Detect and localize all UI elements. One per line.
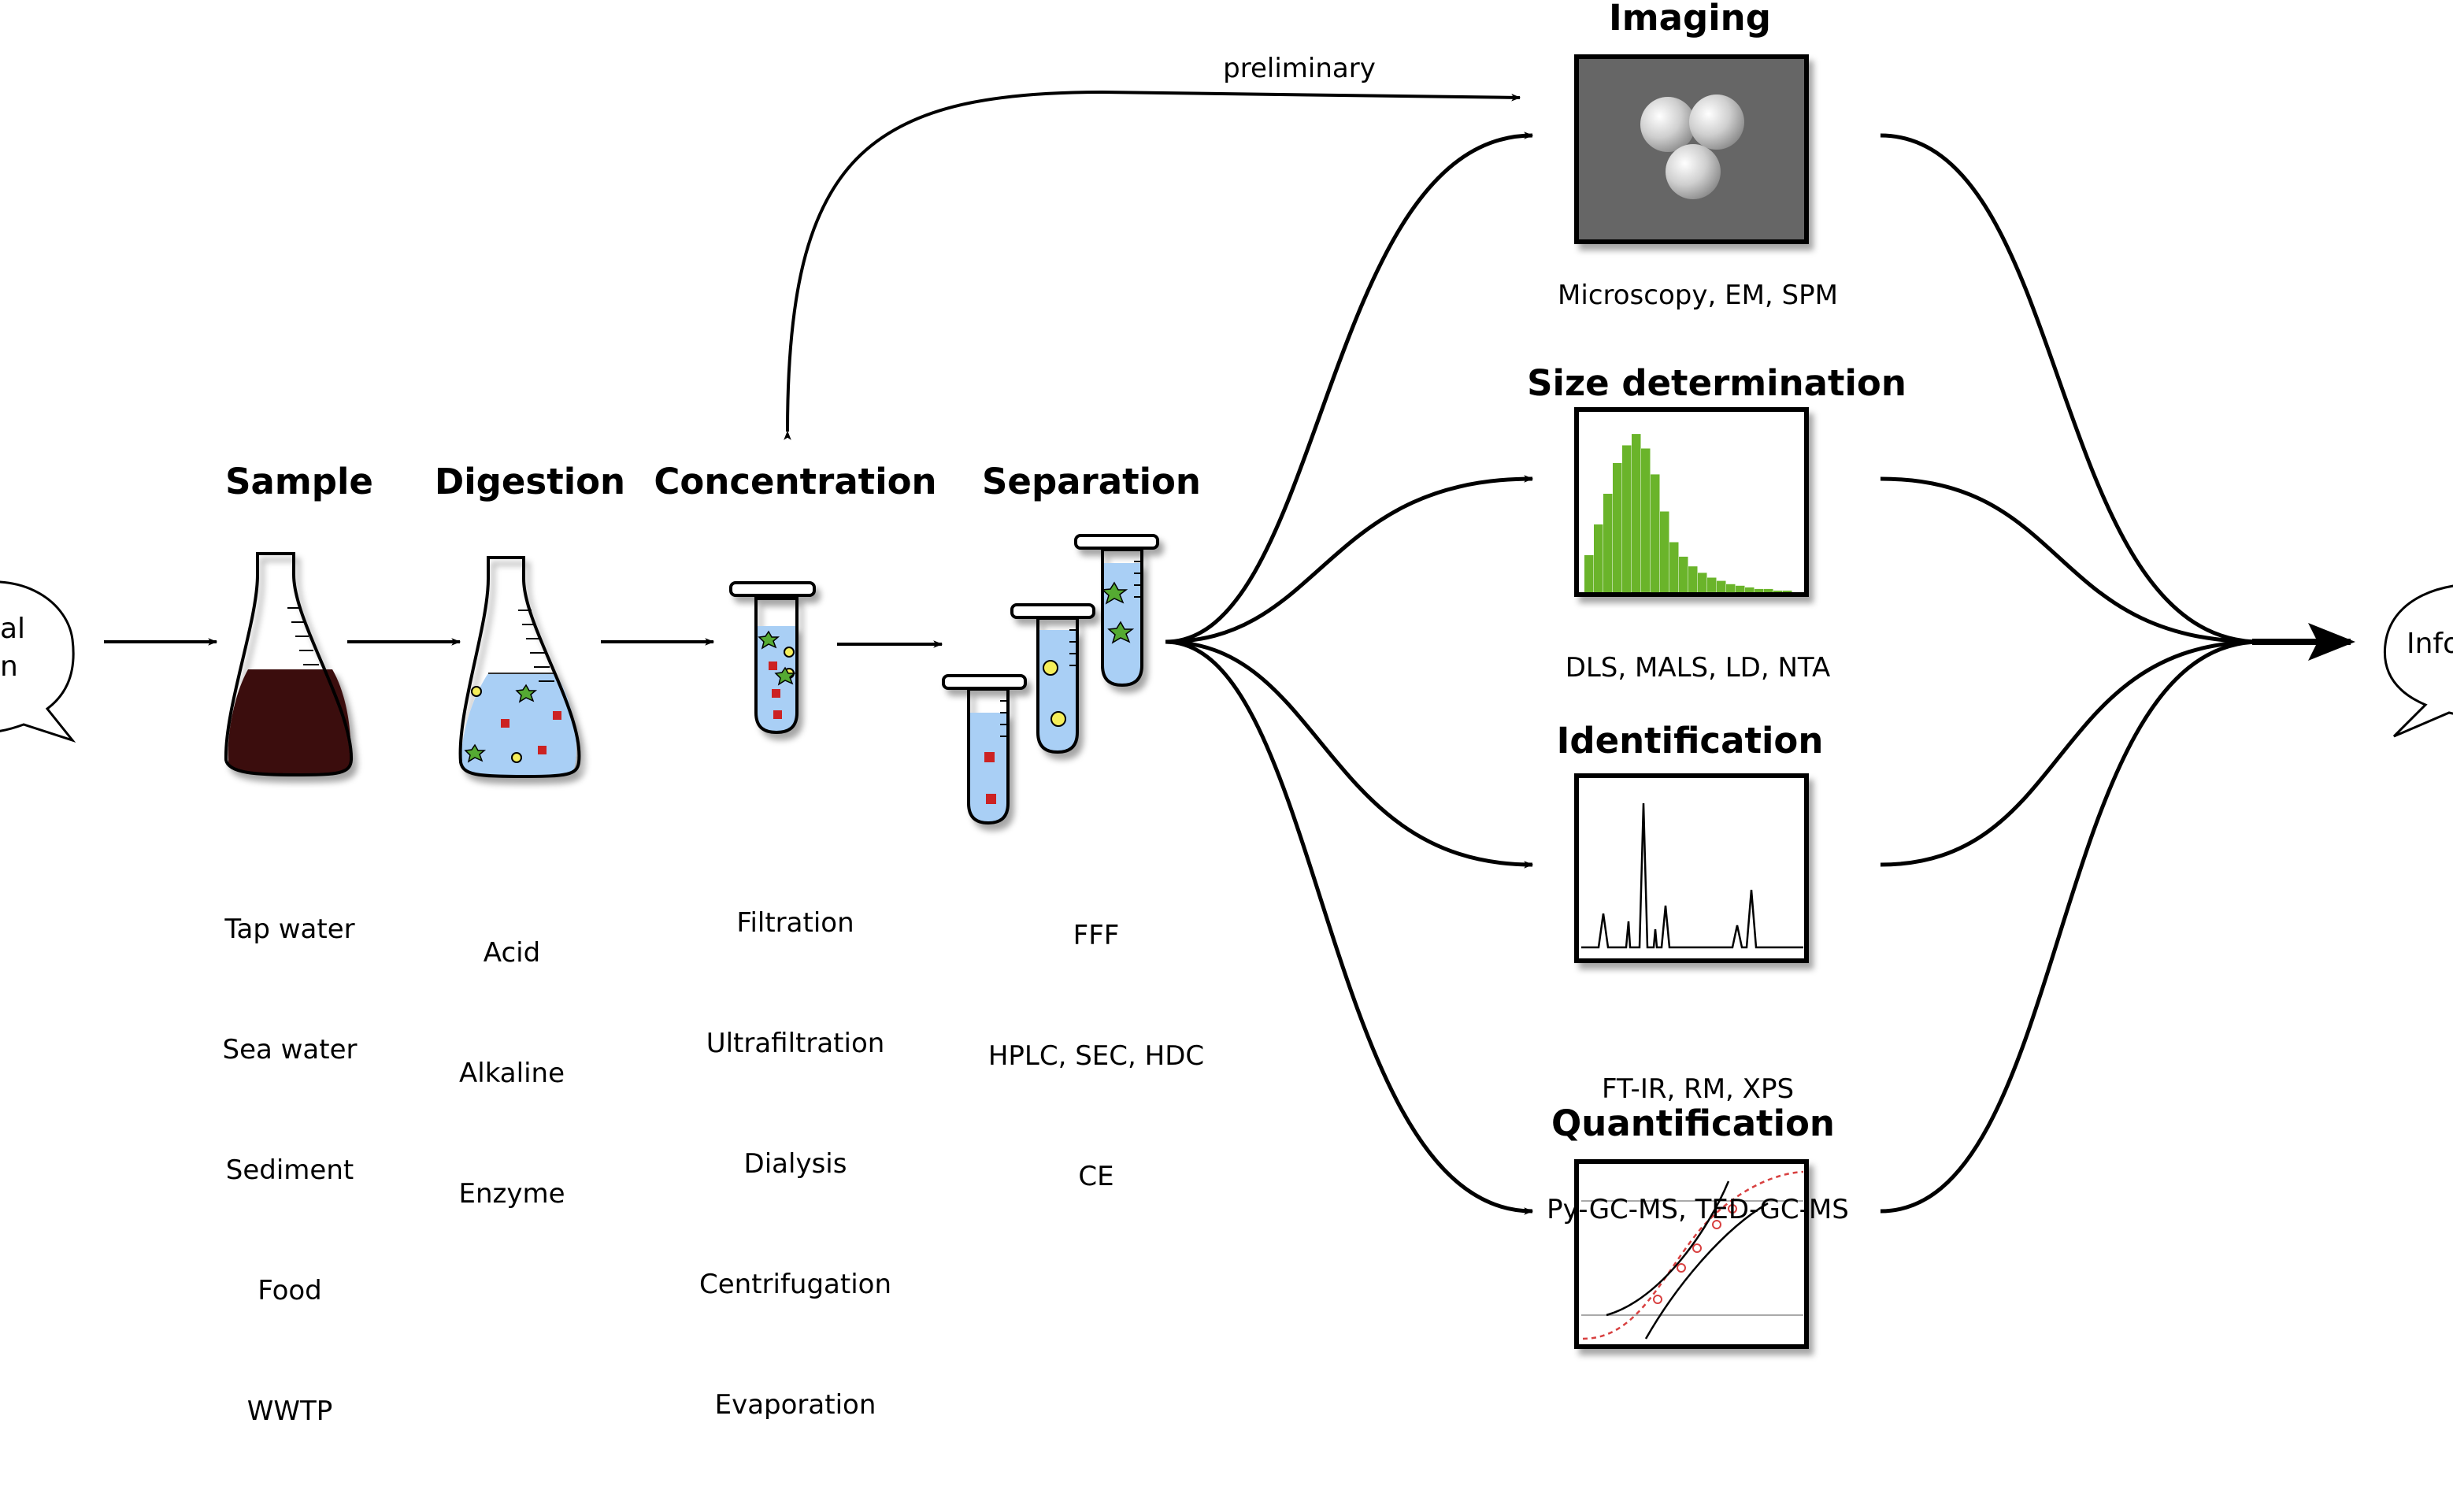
histogram-bar <box>1603 494 1613 592</box>
digestion-flask-ticks <box>518 610 554 682</box>
imaging-methods: Microscopy, EM, SPM <box>1558 280 1838 311</box>
histogram-bar <box>1669 542 1679 592</box>
histogram-bar <box>1783 591 1792 592</box>
stage-title-concentration: Concentration <box>654 461 937 502</box>
concentration-item: Centrifugation <box>698 1269 892 1300</box>
histogram-bar <box>1698 573 1707 592</box>
digestion-flask-icon <box>458 556 581 779</box>
histogram-bar <box>1594 524 1603 592</box>
digestion-item: Enzyme <box>458 1178 565 1210</box>
separation-tube-1-icon <box>942 674 1027 825</box>
analysis-title-quantification: Quantification <box>1551 1102 1835 1144</box>
input-bubble-line-1: al <box>0 613 26 645</box>
histogram-bar <box>1764 588 1773 592</box>
diagram-canvas <box>0 54 2453 1349</box>
separation-tube-3-icon <box>1074 534 1159 687</box>
separation-tube-2-icon <box>1010 603 1095 754</box>
concentration-item: Evaporation <box>714 1389 876 1421</box>
histogram-bar <box>1745 587 1755 592</box>
spectrum-trace <box>1581 802 1803 949</box>
analysis-title-imaging: Imaging <box>1609 0 1771 39</box>
separation-item: HPLC, SEC, HDC <box>987 1040 1205 1072</box>
concentration-item: Filtration <box>736 907 854 939</box>
histogram-bar <box>1726 584 1736 593</box>
digestion-particles <box>464 684 561 763</box>
concentration-tube-icon <box>729 581 816 735</box>
quantification-plot <box>1581 1170 1804 1340</box>
identification-method: FT-IR, RM, XPS <box>1601 1073 1795 1105</box>
sample-item: WWTP <box>246 1395 333 1427</box>
sample-item: Food <box>258 1275 322 1306</box>
concentration-list: Filtration Ultrafiltration Dialysis Cent… <box>677 823 913 1506</box>
analysis-title-identification: Identification <box>1556 720 1824 762</box>
separation-item: CE <box>1078 1161 1114 1192</box>
histogram-bar <box>1632 434 1641 592</box>
sample-flask-icon <box>224 552 354 777</box>
histogram-bar <box>1717 580 1726 592</box>
stage-title-sample: Sample <box>225 461 373 502</box>
histogram-bar <box>1755 588 1764 592</box>
histogram-bar <box>1651 474 1660 593</box>
digestion-item: Acid <box>483 937 541 969</box>
histogram-bar <box>1679 556 1688 592</box>
histogram-bar <box>1641 448 1651 592</box>
workflow-diagram: al n Info Sample Digestion Concentration… <box>0 0 2453 1427</box>
preliminary-arrow <box>784 90 1521 440</box>
analysis-title-size-determination: Size determination <box>1527 362 1906 404</box>
separation-list: FFF HPLC, SEC, HDC CE <box>978 836 1214 1277</box>
sample-item: Tap water <box>224 914 355 945</box>
sample-item: Sea water <box>222 1034 358 1065</box>
identification-method: Py-GC-MS, TED-GC-MS <box>1547 1194 1849 1225</box>
output-bubble-text: Info <box>2407 628 2453 660</box>
histogram-bar <box>1584 554 1594 592</box>
identification-methods: FT-IR, RM, XPS Py-GC-MS, TED-GC-MS <box>1501 989 1895 1310</box>
preliminary-label: preliminary <box>1223 53 1376 84</box>
histogram-bar <box>1660 511 1669 592</box>
histogram-bar <box>1688 566 1698 592</box>
input-speech-bubble <box>0 580 76 743</box>
sample-item: Sediment <box>225 1154 354 1186</box>
concentration-tube-particles <box>758 630 797 719</box>
sample-list: Tap water Sea water Sediment Food WWTP <box>172 829 408 1512</box>
histogram-bar <box>1707 577 1717 592</box>
stage-title-digestion: Digestion <box>434 461 626 502</box>
histogram-bar <box>1613 463 1622 592</box>
fan-out-arrows <box>1165 132 1534 1215</box>
histogram-bar <box>1736 585 1745 592</box>
size-histogram-bars <box>1584 434 1792 593</box>
output-speech-bubble <box>2384 584 2453 738</box>
digestion-item: Alkaline <box>459 1058 565 1089</box>
imaging-panel-icon <box>1574 54 1809 244</box>
sample-flask-ticks <box>287 607 319 665</box>
histogram-bar <box>1622 445 1632 593</box>
size-methods: DLS, MALS, LD, NTA <box>1565 652 1831 684</box>
concentration-item: Ultrafiltration <box>706 1028 885 1059</box>
histogram-bar <box>1773 591 1783 592</box>
fan-in-arrows <box>1880 133 2261 1214</box>
concentration-item: Dialysis <box>743 1148 847 1180</box>
stage-title-separation: Separation <box>982 461 1201 502</box>
identification-spectrum-panel <box>1574 773 1809 963</box>
separation-item: FFF <box>1073 920 1120 951</box>
separation-tube-ticks <box>1000 561 1143 737</box>
input-bubble-line-2: n <box>0 650 18 683</box>
digestion-list: Acid Alkaline Enzyme <box>394 853 630 1295</box>
